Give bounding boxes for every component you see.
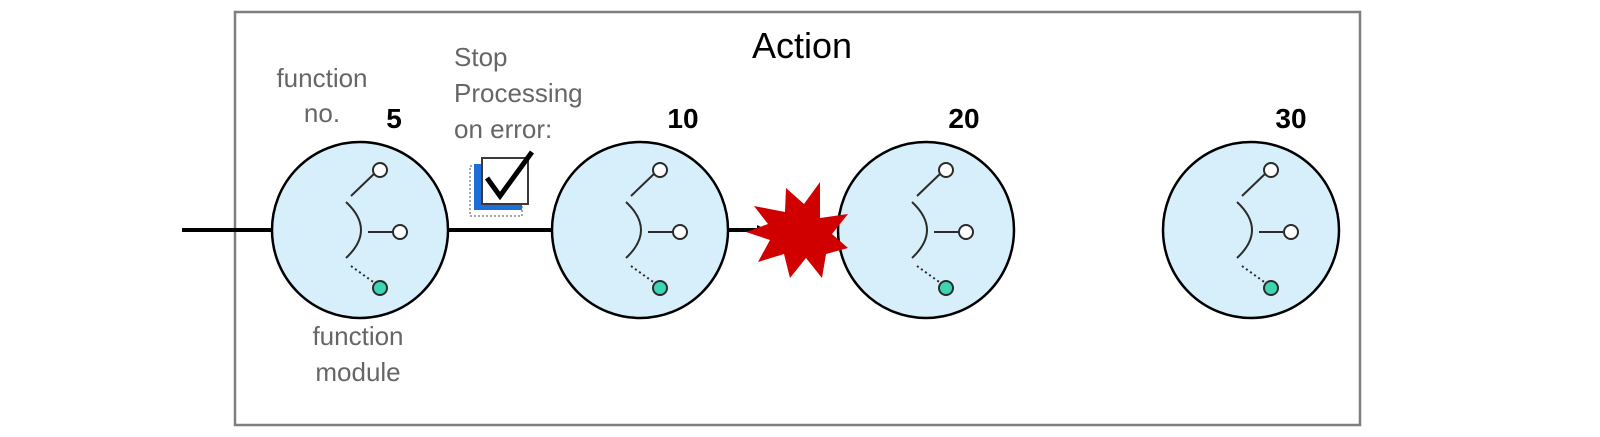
function-node-5: 5 (270, 103, 450, 320)
function-module-icon (911, 162, 974, 296)
checkbox-checked-icon (469, 150, 535, 217)
function-module-icon (1236, 162, 1299, 296)
node-number-5: 5 (386, 103, 402, 134)
function-module-icon (625, 162, 688, 296)
label-function-no-line2: no. (304, 98, 340, 128)
label-function-module-line2: module (315, 357, 400, 387)
label-stop-processing-line2: Processing (454, 78, 583, 108)
label-function-no-line1: function (276, 63, 367, 93)
function-node-30: 30 (1161, 103, 1341, 320)
error-burst-icon (746, 182, 848, 278)
node-number-30: 30 (1275, 103, 1306, 134)
function-node-10: 10 (550, 103, 730, 320)
label-stop-processing-line3: on error: (454, 114, 552, 144)
function-node-20: 20 (836, 103, 1016, 320)
function-module-icon (345, 162, 408, 296)
diagram-title: Action (752, 25, 852, 66)
label-stop-processing-line1: Stop (454, 42, 508, 72)
node-number-20: 20 (948, 103, 979, 134)
label-function-module-line1: function (312, 321, 403, 351)
node-number-10: 10 (667, 103, 698, 134)
